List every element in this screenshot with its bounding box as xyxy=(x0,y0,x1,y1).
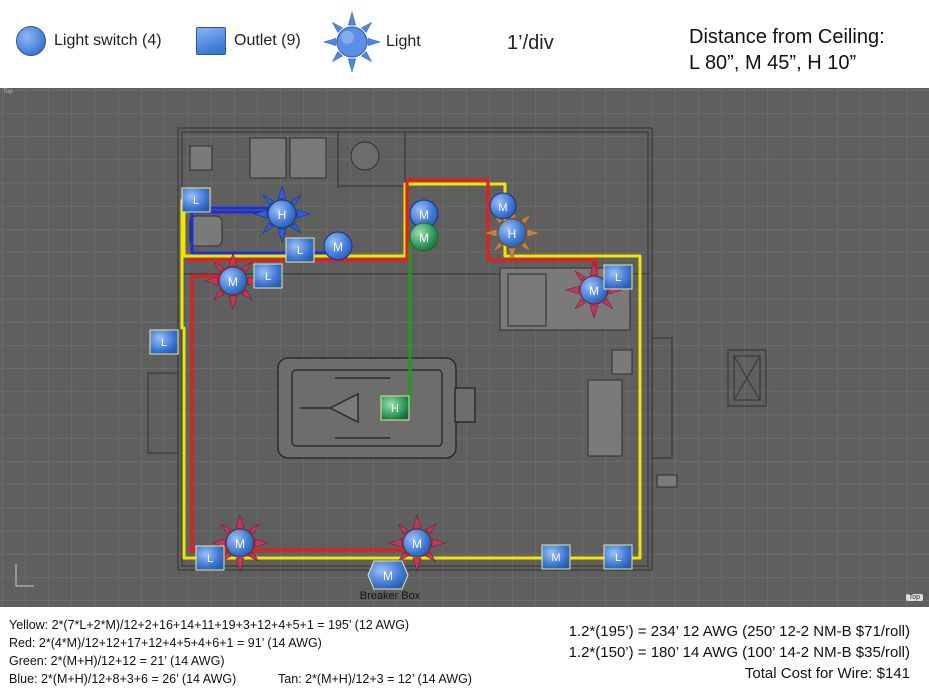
calc-green: Green: 2*(M+H)/12+12 = 21’ (14 AWG) xyxy=(9,654,225,668)
light-switch-icon xyxy=(16,26,46,56)
outlet-l-4: L xyxy=(603,264,633,290)
summary-line-2: 1.2*(150’) = 180’ 14 AWG (100’ 14-2 NM-B… xyxy=(568,644,910,661)
floor-plan: H M H xyxy=(0,88,929,607)
svg-text:H: H xyxy=(391,403,399,415)
switch-m-1: M xyxy=(323,231,353,261)
svg-text:L: L xyxy=(207,553,213,565)
calc-yellow: Yellow: 2*(7*L+2*M)/12+2+16+14+11+19+3+1… xyxy=(9,618,410,632)
svg-text:M: M xyxy=(419,208,429,222)
outlet-m-1: M xyxy=(541,544,571,570)
legend-switch-label: Light switch (4) xyxy=(54,32,162,49)
light-letter: M xyxy=(228,275,238,289)
breaker-box: M xyxy=(367,560,409,590)
calc-blue: Blue: 2*(M+H)/12+8+3+6 = 26’ (14 AWG) xyxy=(9,672,237,686)
light-icon xyxy=(323,11,381,73)
summary-line-1: 1.2*(195’) = 234’ 12 AWG (250’ 12-2 NM-B… xyxy=(568,623,910,640)
light-letter: M xyxy=(412,537,422,551)
outlet-l-7: L xyxy=(603,544,633,570)
yellow-wire xyxy=(180,182,642,560)
breaker-box-label: Breaker Box xyxy=(360,590,421,602)
ceiling-distance: Distance from Ceiling: L 80”, M 45”, H 1… xyxy=(689,24,885,76)
svg-text:L: L xyxy=(161,337,167,349)
summary-total: Total Cost for Wire: $141 xyxy=(744,665,910,682)
outlet-l-5: L xyxy=(149,329,179,355)
svg-text:L: L xyxy=(615,272,621,284)
switch-m-3: M xyxy=(409,222,439,252)
light-letter: M xyxy=(589,284,599,298)
switch-m-4: M xyxy=(489,192,517,220)
calc-tan: Tan: 2*(M+H)/12+3 = 12’ (14 AWG) xyxy=(278,672,472,686)
legend-outlet: Outlet (9) xyxy=(196,27,301,55)
legend-light-label: Light xyxy=(386,33,421,50)
legend-light: Light xyxy=(322,10,421,74)
outlet-l-2: L xyxy=(285,237,315,263)
outlet-l-3: L xyxy=(253,263,283,289)
red-wire xyxy=(186,178,598,295)
scale-label: 1’/div xyxy=(507,32,554,54)
light-fixture-m-red-3: M xyxy=(210,513,270,573)
light-fixture-m-red-1: M xyxy=(203,251,263,311)
svg-text:L: L xyxy=(193,195,199,207)
svg-text:M: M xyxy=(419,231,429,245)
outlet-h-1: H xyxy=(380,395,410,421)
svg-text:L: L xyxy=(297,245,303,257)
svg-text:M: M xyxy=(333,240,343,254)
floor-plan-svg: H M H xyxy=(0,88,929,607)
svg-text:M: M xyxy=(383,569,393,583)
viewport-label-top-left: Top xyxy=(3,89,13,95)
ceiling-distance-title: Distance from Ceiling: xyxy=(689,26,885,48)
light-fixture-h-blue: H xyxy=(252,184,312,244)
light-letter: M xyxy=(235,537,245,551)
svg-text:L: L xyxy=(615,552,621,564)
calc-red: Red: 2*(4*M)/12+12+17+12+4+5+4+6+1 = 91’… xyxy=(9,636,322,650)
light-fixture-m-red-4: M xyxy=(387,513,447,573)
legend-outlet-label: Outlet (9) xyxy=(234,32,301,49)
legend-switch: Light switch (4) xyxy=(16,26,162,56)
axis-glyph xyxy=(15,564,34,587)
svg-text:M: M xyxy=(551,552,560,564)
svg-text:M: M xyxy=(498,202,507,214)
svg-text:L: L xyxy=(265,271,271,283)
light-letter: H xyxy=(278,208,287,222)
outlet-l-1: L xyxy=(181,187,211,213)
pool-table xyxy=(277,357,476,459)
outlet-l-6: L xyxy=(195,545,225,571)
ceiling-distance-values: L 80”, M 45”, H 10” xyxy=(689,52,857,74)
light-letter: H xyxy=(508,227,517,241)
outlet-icon xyxy=(196,27,226,55)
viewport-label-bottom-right: Top xyxy=(905,594,923,601)
